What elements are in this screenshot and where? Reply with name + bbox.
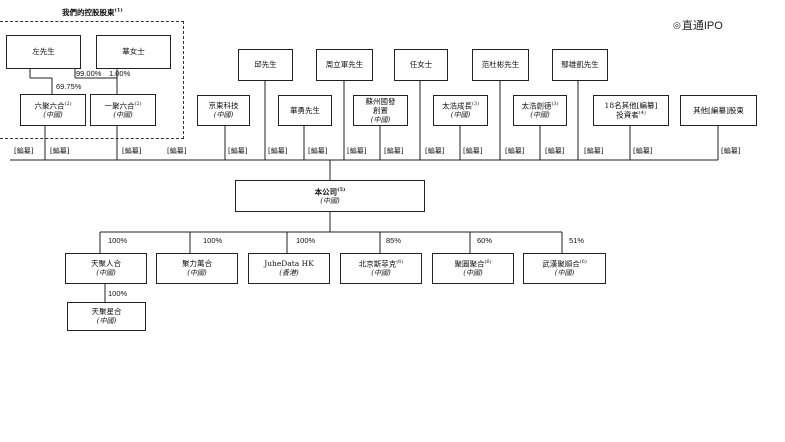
subsidiary-juyuan-juhe: 聚圓聚合(6) (中國) bbox=[432, 253, 514, 284]
pct-redacted: [編纂] bbox=[545, 147, 565, 155]
pct-redacted: [編纂] bbox=[425, 147, 445, 155]
shareholder-taihao-chuangde: 太浩創德(3) (中國) bbox=[513, 95, 567, 126]
shareholder-18-other-investors: 18名其他[編纂] 投資者(4) bbox=[593, 95, 669, 126]
shareholder-qiu: 邱先生 bbox=[238, 49, 293, 81]
pct-redacted: [編纂] bbox=[584, 147, 604, 155]
pct-redacted: [編纂] bbox=[167, 147, 187, 155]
pct-redacted: [編纂] bbox=[347, 147, 367, 155]
pct-redacted: [編纂] bbox=[308, 147, 328, 155]
pct-zuo-yiju: 99.00% bbox=[76, 69, 102, 78]
shareholder-yan: 鄢雄凱先生 bbox=[552, 49, 608, 81]
subsidiary-beijing-sifeike: 北京斯菲克(6) (中國) bbox=[340, 253, 422, 284]
pct-redacted: [編纂] bbox=[463, 147, 483, 155]
watermark: ◎ 直通IPO bbox=[673, 19, 723, 33]
pct-redacted: [編纂] bbox=[122, 147, 142, 155]
group-title: 我們的控股股東(1) bbox=[62, 7, 123, 18]
holding-liuhe: 六聚六合(2) (中國) bbox=[20, 94, 86, 126]
controller-zuo: 左先生 bbox=[6, 35, 81, 69]
pct-redacted: [編纂] bbox=[228, 147, 248, 155]
subsidiary-juhedata-hk: JuheData HK (香港) bbox=[248, 253, 330, 284]
pct-grandchild: 100% bbox=[108, 289, 128, 298]
pct-redacted: [編纂] bbox=[14, 147, 34, 155]
pct-subsidiary: 100% bbox=[296, 236, 316, 245]
pct-hua-yiju: 1.00% bbox=[109, 69, 131, 78]
subsidiary-tianju-renhe: 天聚人合 (中國) bbox=[65, 253, 147, 284]
shareholder-taihao-growth: 太浩成長(3) (中國) bbox=[433, 95, 488, 126]
pct-redacted: [編纂] bbox=[505, 147, 525, 155]
shareholder-suzhou: 蘇州國發 創置 (中國) bbox=[353, 95, 408, 126]
pct-redacted: [編纂] bbox=[384, 147, 404, 155]
pct-subsidiary: 51% bbox=[569, 236, 585, 245]
pct-redacted: [編纂] bbox=[721, 147, 741, 155]
pct-redacted: [編纂] bbox=[50, 147, 70, 155]
holding-yiju: 一聚六合(2) (中國) bbox=[90, 94, 156, 126]
pct-subsidiary: 100% bbox=[203, 236, 223, 245]
controller-hua: 華女士 bbox=[96, 35, 171, 69]
shareholder-jd-tech: 京東科技 (中國) bbox=[197, 95, 250, 126]
shareholder-hua-yong: 華勇先生 bbox=[278, 95, 332, 126]
subsidiary-wuhan-jushunhe: 武漢聚順合(6) (中國) bbox=[523, 253, 606, 284]
shareholder-ren: 任女士 bbox=[394, 49, 448, 81]
circle-logo-icon: ◎ bbox=[673, 19, 681, 30]
shareholder-fan: 范杜彬先生 bbox=[472, 49, 529, 81]
pct-redacted: [編纂] bbox=[633, 147, 653, 155]
controlling-shareholders-group bbox=[0, 21, 184, 139]
subsidiary-tianju-xinghe: 天聚星合 (中國) bbox=[67, 302, 146, 331]
pct-redacted: [編纂] bbox=[268, 147, 288, 155]
pct-subsidiary: 100% bbox=[108, 236, 128, 245]
pct-subsidiary: 60% bbox=[477, 236, 493, 245]
shareholder-other: 其他[編纂]股東 bbox=[680, 95, 757, 126]
pct-subsidiary: 85% bbox=[386, 236, 402, 245]
pct-zuo-liuhe: 69.75% bbox=[56, 82, 82, 91]
subsidiary-juli-wanhe: 聚力萬合 (中國) bbox=[156, 253, 238, 284]
company-box: 本公司(5) (中國) bbox=[235, 180, 425, 212]
shareholder-zhou: 周立軍先生 bbox=[316, 49, 373, 81]
